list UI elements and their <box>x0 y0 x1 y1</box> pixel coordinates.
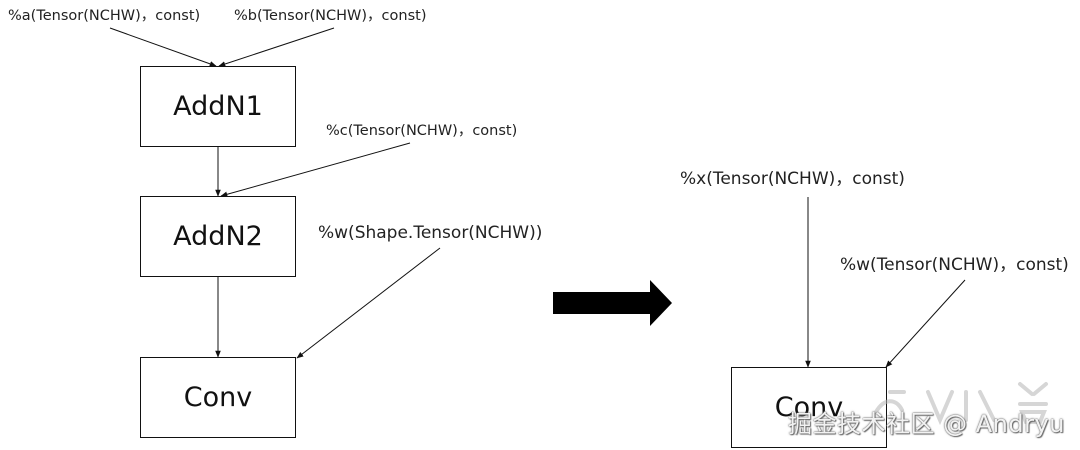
edge-b-to-addn1 <box>218 27 335 67</box>
edge-a-to-addn1 <box>109 27 217 67</box>
edge-c-to-addn2 <box>220 142 411 197</box>
edge-w-to-conv-right <box>885 279 966 368</box>
edge-w-to-conv <box>296 247 441 359</box>
node-conv: Conv <box>140 357 296 438</box>
watermark-decoration-icon <box>874 382 1048 426</box>
right-arrow-icon <box>553 280 672 326</box>
input-label-x-right: %x(Tensor(NCHW)，const) <box>680 169 905 189</box>
input-label-w-right: %w(Tensor(NCHW)，const) <box>840 255 1069 275</box>
node-addn2: AddN2 <box>140 196 296 277</box>
node-addn1: AddN1 <box>140 66 296 147</box>
input-label-a: %a(Tensor(NCHW)，const) <box>8 8 201 24</box>
input-label-b: %b(Tensor(NCHW)，const) <box>234 8 427 24</box>
node-conv-right: Conv <box>731 367 887 448</box>
input-label-c: %c(Tensor(NCHW)，const) <box>326 123 518 139</box>
watermark-text: 掘金技术社区 @ Andryu <box>788 410 1065 438</box>
input-label-w: %w(Shape.Tensor(NCHW)) <box>318 223 543 243</box>
